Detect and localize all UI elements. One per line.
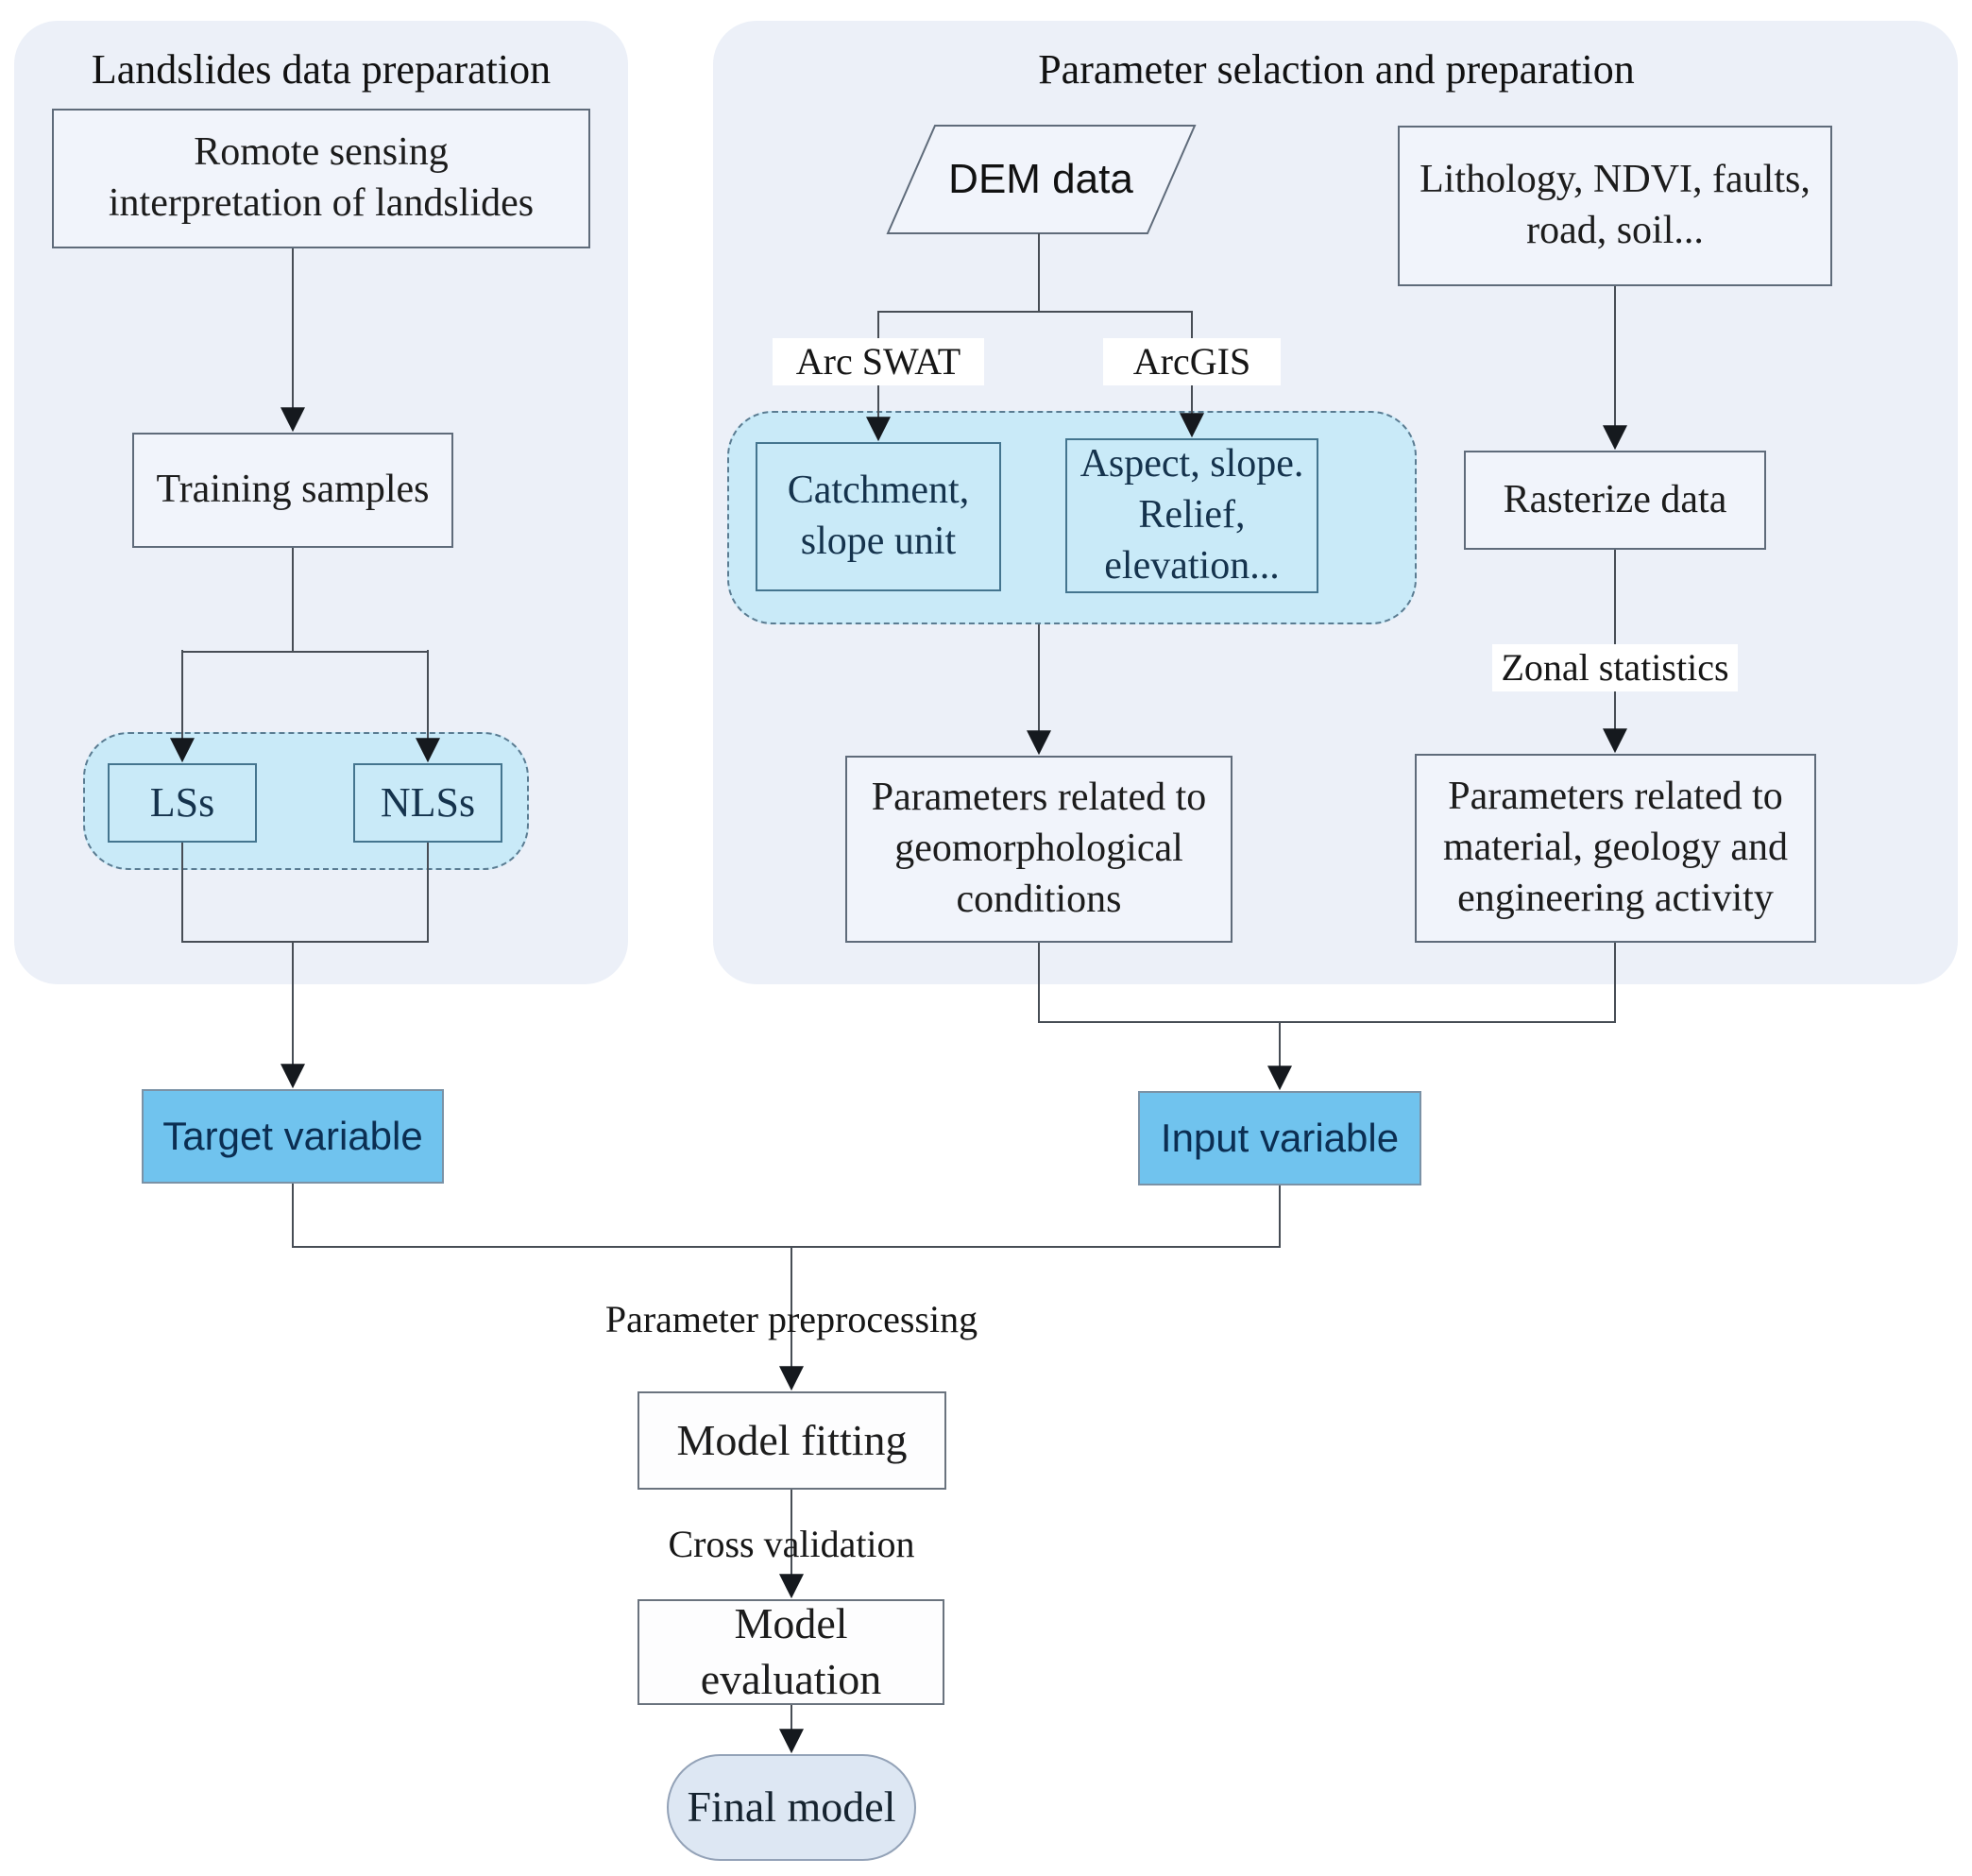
parameter-preprocessing-label: Parameter preprocessing bbox=[604, 1298, 978, 1340]
lss-box: LSs bbox=[108, 763, 257, 843]
training-samples-box: Training samples bbox=[132, 433, 453, 548]
zonal-statistics-label: Zonal statistics bbox=[1492, 644, 1738, 691]
model-evaluation-box: Model evaluation bbox=[638, 1599, 944, 1705]
nlss-box: NLSs bbox=[353, 763, 502, 843]
cross-validation-label: Cross validation bbox=[668, 1523, 915, 1565]
right-panel-title: Parameter selaction and preparation bbox=[1038, 46, 1635, 93]
dem-parallelogram-shape bbox=[886, 125, 1197, 234]
arc-swat-label: Arc SWAT bbox=[773, 338, 984, 385]
final-model-terminator: Final model bbox=[667, 1754, 916, 1861]
dem-data-parallelogram: DEM data bbox=[948, 156, 1133, 202]
model-fitting-box: Model fitting bbox=[638, 1391, 946, 1490]
target-variable-box: Target variable bbox=[142, 1089, 444, 1184]
lithology-ndvi-box: Lithology, NDVI, faults,road, soil... bbox=[1398, 126, 1832, 286]
arcgis-label: ArcGIS bbox=[1103, 338, 1281, 385]
left-panel-title: Landslides data preparation bbox=[91, 46, 552, 93]
input-variable-box: Input variable bbox=[1138, 1091, 1421, 1185]
rasterize-data-box: Rasterize data bbox=[1464, 451, 1766, 550]
catchment-slope-unit-box: Catchment,slope unit bbox=[756, 442, 1001, 591]
aspect-slope-relief-box: Aspect, slope.Relief,elevation... bbox=[1065, 438, 1318, 593]
